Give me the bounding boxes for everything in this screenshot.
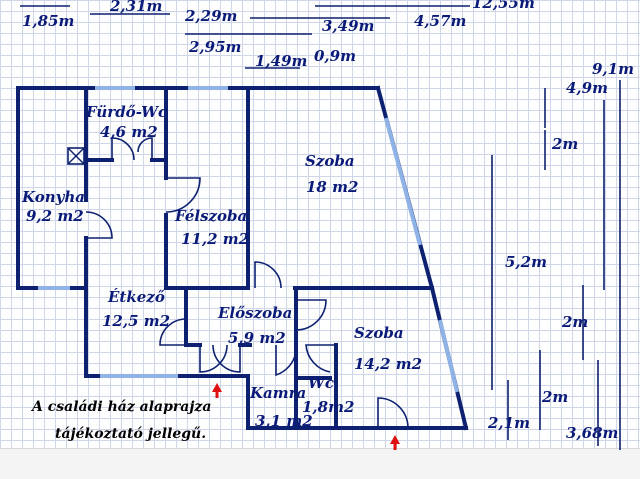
dim-top-7: 2,95m [188,38,241,56]
room-area-wc: 1,8m2 [302,398,354,416]
vent-icon [67,147,85,165]
dim-top-4: 3,49m [322,17,374,35]
dim-right-2: 4,9m [566,79,608,97]
dim-right-6: 2m [541,388,568,406]
grid-background [0,0,640,448]
room-area-felszoba: 11,2 m2 [181,230,249,248]
room-name-szoba2: Szoba [354,324,404,342]
door-hall-down-2 [212,344,241,373]
room-area-eloszoba: 5,9 m2 [228,329,286,347]
door-hall-down [199,344,228,373]
dim-right-5: 2m [561,313,588,331]
room-area-etkezo: 12,5 m2 [102,312,170,330]
note-line-1: A családi ház alaprajza [30,399,211,415]
door-kitchen [85,211,113,239]
doors [85,137,409,429]
room-name-furdo: Fürdő-Wc [85,103,167,121]
door-pantry [275,345,297,377]
footer-strip [0,448,640,479]
room-area-szoba1: 18 m2 [306,178,358,196]
door-bath [111,137,135,161]
room-name-konyha: Konyha [21,188,85,206]
door-half-room [165,177,201,213]
dim-top-1: 1,85m [22,12,74,30]
door-room-2 [295,299,327,331]
dim-top-6: 12,55m [472,0,535,12]
dim-top-5: 4,57m [414,12,466,30]
room-name-felszoba: Félszoba [174,207,247,225]
room-area-szoba2: 14,2 m2 [354,355,422,373]
dim-right-3: 2m [551,135,578,153]
door-entrance [377,397,409,429]
dim-right-4: 5,2m [505,253,547,271]
entrance-arrow-icon-2 [390,435,400,450]
windows [38,86,459,393]
interior-walls [84,86,434,430]
dim-top-2: 2,31m [109,0,162,15]
room-name-kamra: Kamra [249,384,306,402]
right-dimension-lines [491,80,621,450]
room-name-eloszoba: Előszoba [217,304,292,322]
dim-right-7: 2,1m [487,414,530,432]
door-bath-2 [137,137,153,160]
dim-top-9: 0,9m [314,47,356,65]
room-name-etkezo: Étkező [107,288,165,306]
room-area-konyha: 9,2 m2 [26,207,84,225]
dim-top-3: 2,29m [184,7,237,25]
door-wc [305,344,336,373]
room-name-szoba1: Szoba [305,152,355,170]
room-area-furdo: 4,6 m2 [100,123,158,141]
dim-right-1: 9,1m [592,60,634,78]
dim-right-8: 3,68m [566,424,618,442]
room-area-kamra: 3,1 m2 [255,412,313,430]
note-line-2: tájékoztató jellegű. [55,426,206,442]
dim-top-8: 1,49m [255,52,307,70]
top-dimension-lines [20,5,470,69]
room-name-wc: Wc [308,374,334,392]
entrance-arrow-icon [212,383,222,398]
door-room-1 [254,261,282,289]
door-dining [159,318,187,346]
